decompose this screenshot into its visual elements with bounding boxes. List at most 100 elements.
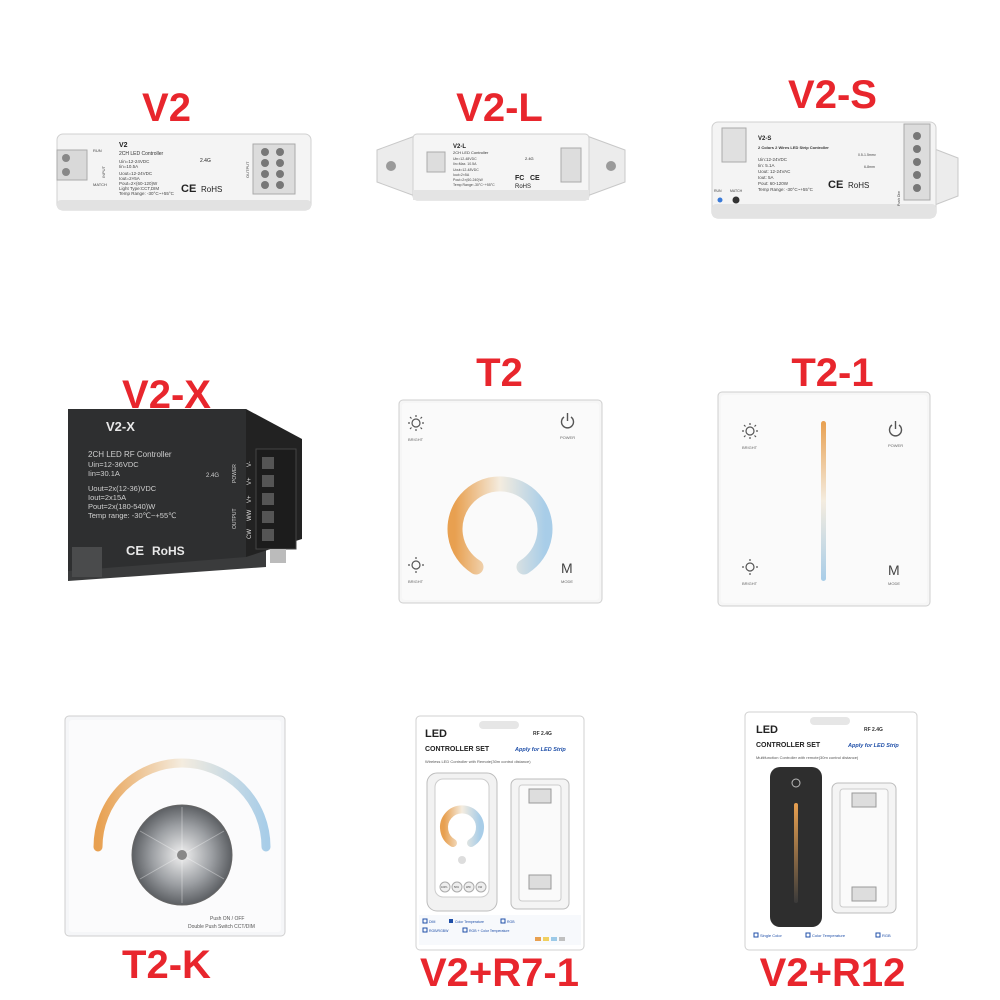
power-icon[interactable] xyxy=(560,413,575,429)
t2-1-touch-panel-image[interactable]: BRIGHT POWER BRIGHT M MODE xyxy=(717,391,931,607)
svg-text:BRIGHT: BRIGHT xyxy=(408,437,424,442)
product-title: T2 xyxy=(476,351,523,395)
v2-l-controller-image: V2-L 2CH LED Controller Uin=12-48VDC Iin… xyxy=(376,133,626,201)
svg-text:BRIGHT: BRIGHT xyxy=(408,579,424,584)
mode-icon[interactable]: M xyxy=(561,560,573,576)
svg-text:CE: CE xyxy=(181,183,196,195)
svg-text:V+: V+ xyxy=(247,495,253,503)
svg-text:OUTPUT: OUTPUT xyxy=(232,508,238,529)
product-title: V2+R7-1 xyxy=(420,951,579,995)
svg-text:CW: CW xyxy=(247,529,253,539)
t2-touch-panel-image[interactable]: BRIGHT POWER BRIGHT M MODE xyxy=(398,399,603,604)
svg-text:FC: FC xyxy=(515,175,524,182)
svg-text:RUN: RUN xyxy=(93,148,102,153)
brightness-up-icon[interactable] xyxy=(742,423,758,439)
svg-text:0.5-1.5mm²: 0.5-1.5mm² xyxy=(858,153,877,157)
svg-text:Uout=12-48VDC: Uout=12-48VDC xyxy=(453,168,479,172)
brightness-down-icon[interactable] xyxy=(408,557,424,573)
product-title: V2-X xyxy=(122,373,211,417)
svg-text:Pout=2×(60-120)W: Pout=2×(60-120)W xyxy=(119,181,158,186)
svg-text:V-: V- xyxy=(247,461,253,467)
v2-x-controller-image: V2-X 2CH LED RF Controller Uin=12-36VDC … xyxy=(68,409,302,581)
product-v2-r7-1[interactable]: LED RF 2.4G CONTROLLER SET Apply for LED… xyxy=(333,667,666,1000)
t2-k-rotary-panel-image[interactable]: Push ON / OFF Double Push Switch CCT/DIM xyxy=(64,715,286,937)
svg-text:RoHS: RoHS xyxy=(152,544,185,558)
svg-text:Uin=12-48VDC: Uin=12-48VDC xyxy=(453,157,477,161)
svg-text:2CH LED Controller: 2CH LED Controller xyxy=(119,151,164,157)
svg-text:Uin:12-24VDC: Uin:12-24VDC xyxy=(758,157,788,162)
power-icon[interactable] xyxy=(888,421,903,437)
svg-text:Uin=12-24VDC: Uin=12-24VDC xyxy=(119,159,150,164)
svg-text:2CH LED RF Controller: 2CH LED RF Controller xyxy=(88,450,172,459)
svg-text:Iout=2x15A: Iout=2x15A xyxy=(88,493,126,502)
svg-text:2.4G: 2.4G xyxy=(200,158,211,164)
v2-r7-1-package-image: LED RF 2.4G CONTROLLER SET Apply for LED… xyxy=(415,715,585,951)
svg-text:Temp Range:-30°C~+55°C: Temp Range:-30°C~+55°C xyxy=(453,183,495,187)
svg-text:Light Type:CCT,DIM: Light Type:CCT,DIM xyxy=(119,186,159,191)
product-title: T2-1 xyxy=(791,351,874,395)
svg-text:INPUT: INPUT xyxy=(101,165,106,178)
svg-text:Temp Range: -30°C~+55°C: Temp Range: -30°C~+55°C xyxy=(758,187,814,192)
product-title: V2 xyxy=(142,86,191,130)
svg-text:2CH LED Controller: 2CH LED Controller xyxy=(453,150,489,155)
v2-controller-image: V2 2CH LED Controller Uin=12-24VDC Iin=1… xyxy=(56,133,312,211)
product-t2-k[interactable]: Push ON / OFF Double Push Switch CCT/DIM… xyxy=(0,667,333,1000)
svg-text:Iout=2×5A: Iout=2×5A xyxy=(119,176,140,181)
svg-text:6-8mm: 6-8mm xyxy=(864,165,875,169)
svg-text:CONTROLLER SET: CONTROLLER SET xyxy=(425,746,490,753)
svg-text:Color Temperature: Color Temperature xyxy=(812,933,846,938)
svg-text:Single Color: Single Color xyxy=(760,933,782,938)
svg-text:RF 2.4G: RF 2.4G xyxy=(864,727,883,733)
svg-text:2.4G: 2.4G xyxy=(525,156,534,161)
svg-text:OUTPUT: OUTPUT xyxy=(245,161,250,178)
product-v2-l[interactable]: V2-L V2-L 2CH LED Controller Uin=12-48VD… xyxy=(333,0,666,333)
svg-text:2.4G: 2.4G xyxy=(206,473,219,479)
svg-text:CONTROLLER SET: CONTROLLER SET xyxy=(756,742,821,749)
product-title: V2+R12 xyxy=(759,951,906,995)
svg-text:MODE: MODE xyxy=(888,581,900,586)
svg-text:LED: LED xyxy=(756,724,778,736)
svg-text:V2-X: V2-X xyxy=(106,419,135,434)
svg-text:MATCH: MATCH xyxy=(730,189,743,193)
product-v2-x[interactable]: V2-X V2-X 2CH LED RF Controller Uin=12-3… xyxy=(0,333,333,666)
svg-text:Pout=2x(180-540)W: Pout=2x(180-540)W xyxy=(88,502,156,511)
product-t2[interactable]: T2 BRIGHT POWER BRIGHT M MODE xyxy=(333,333,666,666)
svg-text:Iin: 5.1A: Iin: 5.1A xyxy=(758,163,775,168)
svg-text:WW: WW xyxy=(247,509,253,521)
svg-text:100%: 100% xyxy=(441,886,448,889)
svg-text:Uin=12-36VDC: Uin=12-36VDC xyxy=(88,460,139,469)
mode-icon[interactable]: M xyxy=(888,562,900,578)
product-v2-r12[interactable]: LED RF 2.4G CONTROLLER SET Apply for LED… xyxy=(666,667,999,1000)
product-title: V2-S xyxy=(788,73,877,117)
product-t2-1[interactable]: T2-1 BRIGHT POWER BRIGHT M MODE xyxy=(666,333,999,666)
brightness-up-icon[interactable] xyxy=(408,415,424,431)
svg-text:Uout=12-24VDC: Uout=12-24VDC xyxy=(119,171,153,176)
product-v2-s[interactable]: V2-S RUN MATCH V2-S 2 Colors 2 Wires LED… xyxy=(666,0,999,333)
svg-text:Wireless LED Controller with R: Wireless LED Controller with Remote(30m … xyxy=(425,759,531,764)
svg-text:Iout=2×5A: Iout=2×5A xyxy=(453,173,470,177)
svg-text:DIM: DIM xyxy=(429,920,436,924)
svg-text:Apply for LED Strip: Apply for LED Strip xyxy=(847,743,899,749)
svg-text:CE: CE xyxy=(828,179,843,191)
svg-text:V+: V+ xyxy=(247,477,253,485)
color-bar-slider[interactable] xyxy=(821,421,826,581)
svg-text:Uout: 12-24VAC: Uout: 12-24VAC xyxy=(758,169,791,174)
svg-text:Color Temperature: Color Temperature xyxy=(455,920,484,924)
model-label: V2 xyxy=(119,142,128,149)
svg-text:V2-S: V2-S xyxy=(758,136,771,142)
svg-text:BRIGHT: BRIGHT xyxy=(742,581,758,586)
svg-text:RGB/RGBW: RGB/RGBW xyxy=(429,929,449,933)
svg-text:50%: 50% xyxy=(454,886,460,889)
svg-text:CW: CW xyxy=(478,886,483,889)
svg-text:Pout=2×(60-240)W: Pout=2×(60-240)W xyxy=(453,178,483,182)
svg-text:Iin=Max. 10.5A: Iin=Max. 10.5A xyxy=(453,162,477,166)
svg-text:Apply for LED Strip: Apply for LED Strip xyxy=(514,747,566,753)
svg-text:Push ON / OFF: Push ON / OFF xyxy=(210,916,244,922)
svg-text:MATCH: MATCH xyxy=(93,182,107,187)
color-ring-slider[interactable] xyxy=(447,476,553,575)
svg-text:CE: CE xyxy=(126,543,144,558)
product-title: V2-L xyxy=(456,86,543,130)
brightness-down-icon[interactable] xyxy=(742,559,758,575)
product-v2[interactable]: V2 V2 2CH LED Controller Uin=12-24VDC Ii… xyxy=(0,0,333,333)
svg-text:MODE: MODE xyxy=(561,579,573,584)
